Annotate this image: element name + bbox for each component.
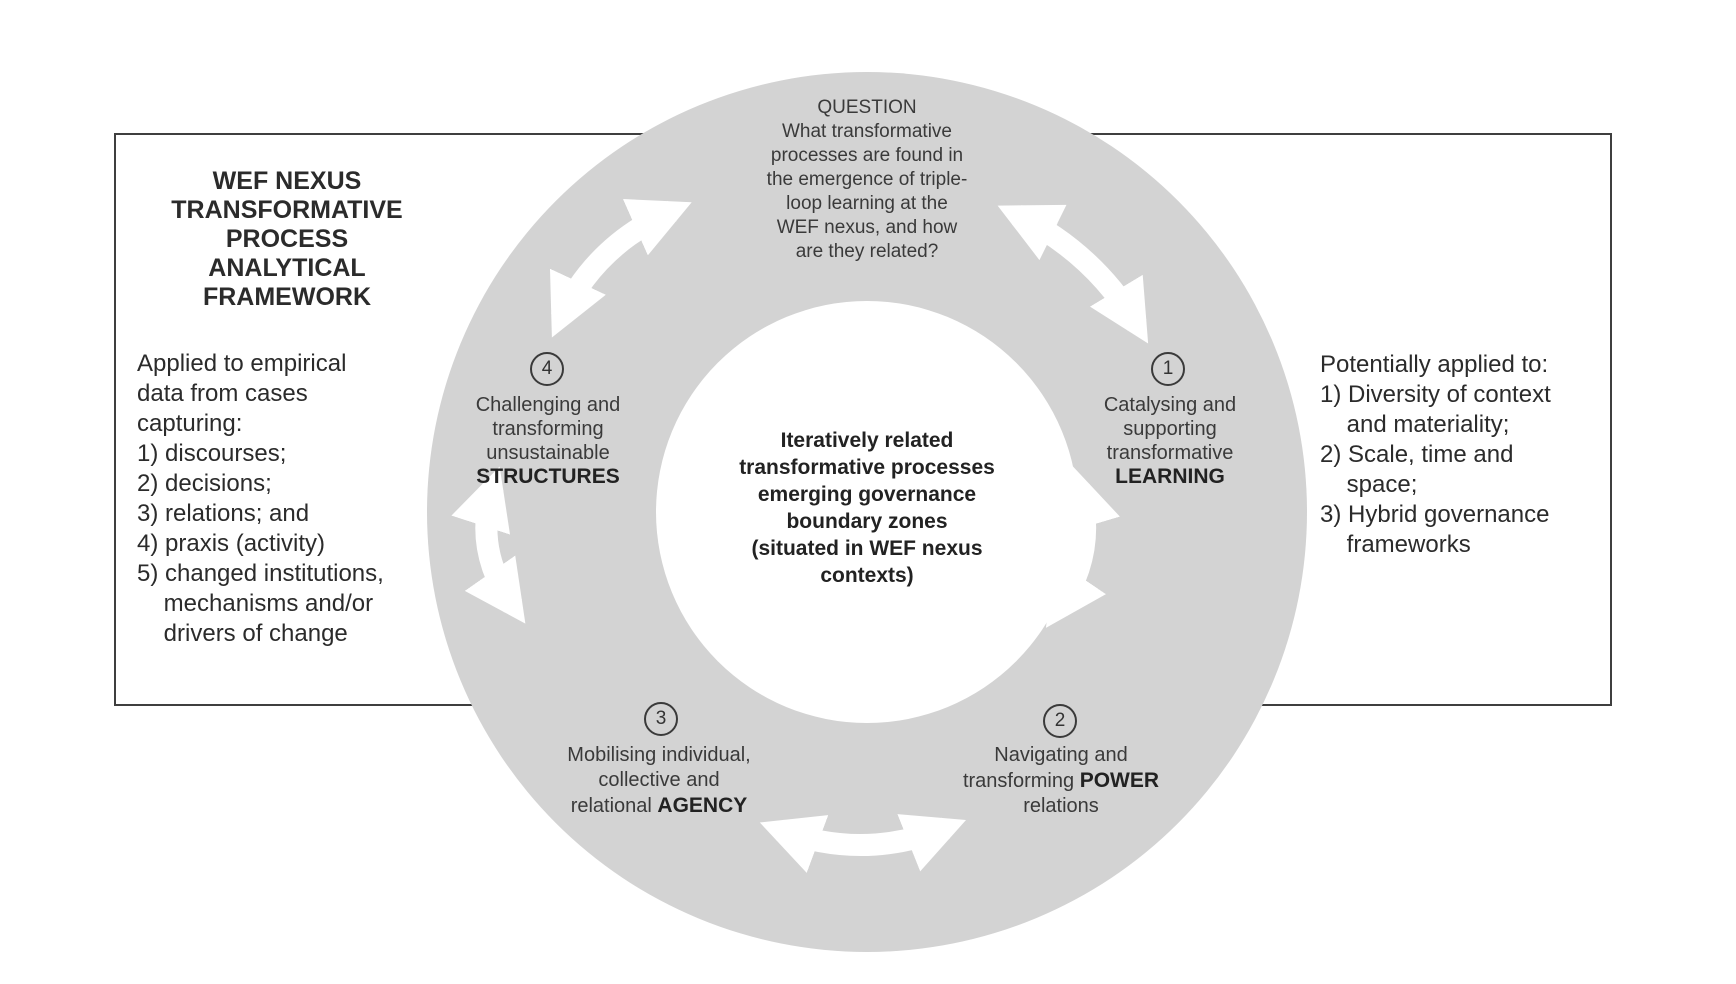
node-3-keyword: AGENCY <box>657 794 748 817</box>
applied-to-empirical-data-text: Applied to empirical data from cases cap… <box>137 350 384 647</box>
node-2-text: Navigating and transforming <box>962 744 1128 792</box>
node-1-keyword: LEARNING <box>1115 465 1225 488</box>
node-1-number-badge: 1 <box>1151 352 1185 386</box>
potentially-applied-to-text: Potentially applied to: 1) Diversity of … <box>1320 351 1551 558</box>
node-1-text: Catalysing and supporting transformative <box>1103 394 1237 464</box>
double-arrow-question-structures-icon <box>550 199 692 338</box>
double-arrow-question-learning-icon <box>997 204 1149 344</box>
node-3-number-badge: 3 <box>644 702 678 736</box>
center-statement-text: Iteratively related transformative proce… <box>739 429 995 587</box>
framework-title: WEF NEXUS TRANSFORMATIVE PROCESS ANALYTI… <box>171 167 403 311</box>
node-3-agency-label: Mobilising individual, collective and re… <box>567 743 750 819</box>
node-2-power-label: Navigating and transforming POWER relati… <box>963 743 1159 819</box>
double-arrow-structures-agency-icon <box>451 466 526 624</box>
inner-circle <box>656 301 1078 723</box>
node-2-text-after: relations <box>1023 795 1099 817</box>
double-arrow-agency-power-icon <box>759 814 967 873</box>
double-arrow-learning-power-icon <box>1045 466 1120 628</box>
node-4-text: Challenging and transforming unsustainab… <box>475 394 621 464</box>
research-question-text: QUESTION What transformative processes a… <box>766 97 968 262</box>
node-4-keyword: STRUCTURES <box>476 465 620 488</box>
node-4-number-badge: 4 <box>530 352 564 386</box>
node-2-keyword: POWER <box>1079 769 1160 792</box>
node-1-learning-label: Catalysing and supporting transformative… <box>1104 393 1236 489</box>
node-2-number-badge: 2 <box>1043 704 1077 738</box>
node-4-structures-label: Challenging and transforming unsustainab… <box>476 393 621 489</box>
node-3-text: Mobilising individual, collective and re… <box>567 744 751 817</box>
